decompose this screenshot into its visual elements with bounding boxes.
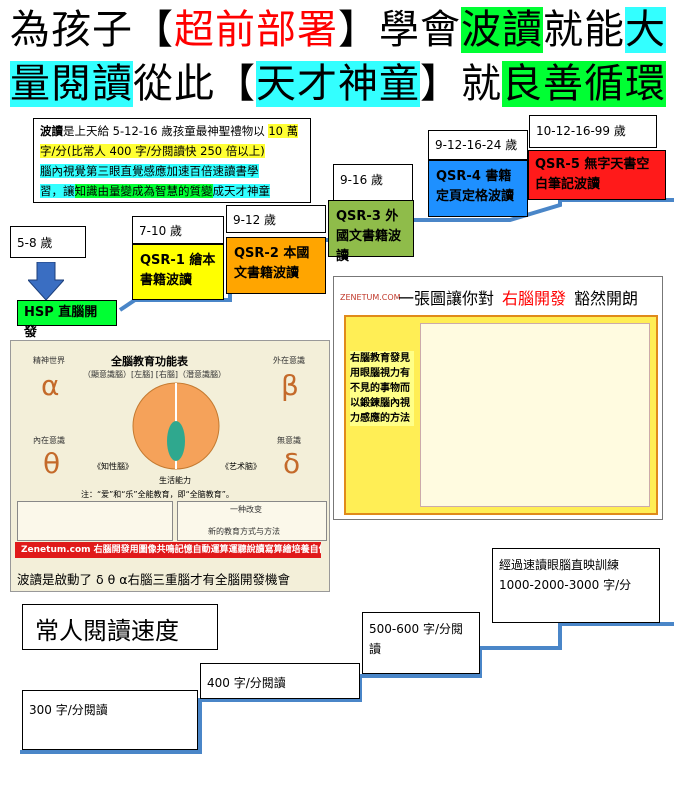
bottom-right-block: 一种改变 新的教育方式与方法 bbox=[177, 501, 327, 541]
intro-box: 波讀是上天給 5-12-16 歲孩童最神聖禮物以 10 萬字/分(比常人 400… bbox=[33, 118, 311, 203]
speed-box-500-600: 500-600 字/分閱讀 bbox=[362, 612, 480, 674]
right-brain-panel: ZENETUM.COM 一張圖讓你對 右腦開發 豁然開朗 右腦教育發見用眼腦視力… bbox=[333, 276, 663, 520]
title-segment: 天才神童 bbox=[256, 61, 420, 107]
speed-box-400: 400 字/分閱讀 bbox=[200, 663, 360, 699]
age-box-9-12: 9-12 歲 bbox=[226, 205, 326, 233]
level-hsp: HSP 直腦開發 bbox=[17, 300, 117, 340]
age-box-10-12-16-99: 10-12-16-99 歲 bbox=[529, 115, 657, 148]
age-box-9-16: 9-16 歲 bbox=[333, 164, 413, 201]
intro-p1: 是上天給 5-12-16 歲孩童最神聖禮物以 bbox=[63, 124, 269, 138]
right-panel-header: ZENETUM.COM 一張圖讓你對 右腦開發 豁然開朗 bbox=[340, 285, 656, 311]
alpha-label: 精神世界 bbox=[33, 356, 65, 365]
beta-glyph: β bbox=[281, 369, 299, 402]
title-segment: 就能 bbox=[543, 7, 625, 53]
right-title-b: 右腦開發 bbox=[502, 289, 567, 308]
panel-title: 全腦教育功能表 bbox=[111, 355, 188, 368]
down-arrow-icon bbox=[28, 262, 64, 301]
right-caption: 《艺术脑》 bbox=[221, 462, 261, 471]
title-segment: 從此【 bbox=[133, 61, 256, 107]
left-brain-panel: 全腦教育功能表 （顯意識腦）[左腦] [右腦]（潛意識腦） 精神世界 α 內在意… bbox=[10, 340, 330, 592]
bottom-title: 一种改变 bbox=[230, 505, 262, 514]
age-box-5-8: 5-8 歲 bbox=[10, 226, 86, 258]
level-qsr2: QSR-2 本國文書籍波讀 bbox=[226, 237, 326, 294]
intro-p2: 腦內視覺第三眼直覺感應加速百倍速讀書學 bbox=[40, 164, 259, 178]
intro-bold: 波讀 bbox=[40, 124, 63, 138]
title-segment: 】學會 bbox=[338, 7, 461, 53]
level-qsr5: QSR-5 無字天書空白筆記波讀 bbox=[528, 150, 666, 200]
alpha-glyph: α bbox=[41, 369, 60, 402]
intro-p3a: 習，讓 bbox=[40, 184, 75, 198]
brain-circle bbox=[132, 382, 220, 470]
speed-box-trained: 經過速讀眼腦直映訓練 1000-2000-3000 字/分 bbox=[492, 548, 660, 623]
normal-speed-title: 常人閱讀速度 bbox=[22, 604, 218, 650]
title-segment: 超前部署 bbox=[174, 7, 338, 53]
red-banner: Zenetum.com 右腦開發用圖像共鳴記憶自動運算運聽說讀寫算繪培養自信心 bbox=[15, 542, 321, 558]
bottom-sub: 新的教育方式与方法 bbox=[208, 527, 280, 536]
left-caption: 《知性腦》 bbox=[93, 462, 133, 471]
title-segment: 良善循環 bbox=[502, 61, 666, 107]
title-segment: 波讀 bbox=[461, 7, 543, 53]
title-segment: 量閱讀 bbox=[10, 61, 133, 107]
title-segment: 為孩子【 bbox=[10, 7, 174, 53]
delta-glyph: δ bbox=[283, 447, 301, 480]
lower-staircase bbox=[20, 622, 674, 754]
intro-p3d: 天才神童 bbox=[224, 184, 270, 198]
panel-caption: 波讀是啟動了 δ θ α右腦三重腦才有全腦開發機會 bbox=[17, 572, 290, 587]
intro-p3b: 知識由量變成為智慧的質變 bbox=[74, 184, 213, 198]
right-panel-image: 右腦教育發見用眼腦視力有不見的事物而以鍛鍊腦內視力感應的方法 bbox=[344, 315, 658, 515]
title-segment: 大 bbox=[625, 7, 666, 53]
diagram-area bbox=[420, 323, 650, 507]
title-line-1: 為孩子【超前部署】學會波讀就能大 bbox=[10, 4, 666, 56]
age-box-7-10: 7-10 歲 bbox=[132, 216, 224, 244]
intro-p3c: 成 bbox=[212, 184, 224, 198]
bottom-left-grid bbox=[17, 501, 173, 541]
level-qsr4: QSR-4 書籍定頁定格波讀 bbox=[428, 160, 528, 217]
quote-text: 注：“爱”和“乐”全能教育，即“全脑教育”。 bbox=[81, 490, 234, 499]
title-line-2: 量閱讀從此【天才神童】就良善循環 bbox=[10, 58, 666, 110]
beta-label: 外在意識 bbox=[273, 356, 305, 365]
right-title-a: 一張圖讓你對 bbox=[398, 289, 495, 308]
age-box-9-12-16-24: 9-12-16-24 歲 bbox=[428, 130, 528, 160]
panel-subtitle: （顯意識腦）[左腦] [右腦]（潛意識腦） bbox=[83, 370, 227, 379]
right-side-text: 右腦教育發見用眼腦視力有不見的事物而以鍛鍊腦內視力感應的方法 bbox=[350, 351, 414, 426]
theta-glyph: θ bbox=[43, 447, 61, 480]
theta-label: 內在意識 bbox=[33, 436, 65, 445]
delta-label: 無意識 bbox=[277, 436, 301, 445]
speed-box-300: 300 字/分閱讀 bbox=[22, 690, 198, 750]
right-title-c: 豁然開朗 bbox=[574, 289, 639, 308]
center-caption: 生活能力 bbox=[159, 476, 191, 485]
title-segment: 】就 bbox=[420, 61, 502, 107]
level-qsr3: QSR-3 外國文書籍波讀 bbox=[328, 200, 414, 264]
level-qsr1: QSR-1 繪本書籍波讀 bbox=[132, 244, 224, 300]
site-name: ZENETUM.COM bbox=[340, 293, 401, 302]
